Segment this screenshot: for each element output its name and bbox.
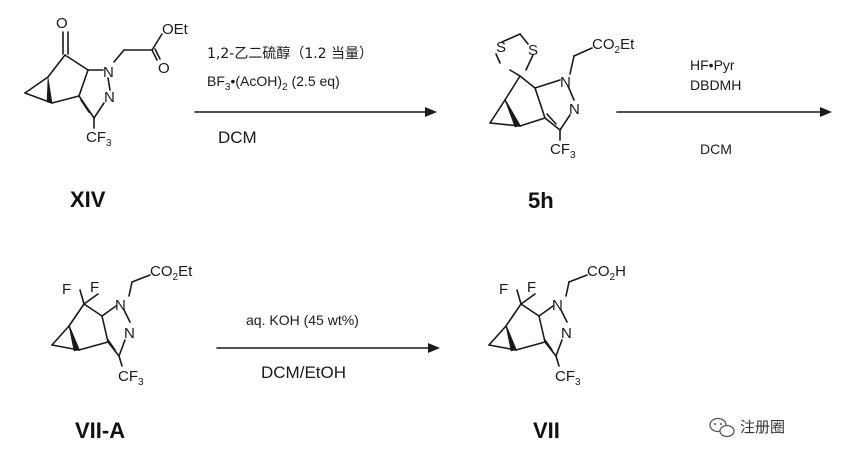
atom-f1: F	[499, 281, 508, 298]
atom-co2et: CO2Et	[150, 263, 193, 283]
step2-reagent-hfpyr: HF•Pyr	[690, 57, 735, 73]
atom-n1: N	[560, 74, 571, 91]
atom-o-ester: O	[158, 60, 170, 77]
step3-reagent-koh: aq. KOH (45 wt%)	[246, 312, 359, 328]
atom-n2: N	[104, 89, 115, 106]
step2-solvent: DCM	[700, 141, 732, 157]
atom-o-ketone: O	[56, 15, 68, 32]
atom-f2: F	[527, 279, 536, 296]
compound-5h: S S N N CO2Et CF3 5h	[489, 33, 635, 213]
atom-n1: N	[115, 297, 126, 314]
compound-xiv: O N N O OEt CF3 XIV	[24, 15, 189, 212]
atom-oet: OEt	[162, 21, 189, 38]
compound-label-vii: VII	[533, 418, 560, 443]
step1-solvent: DCM	[218, 128, 257, 147]
atom-co2h: CO2H	[587, 263, 626, 283]
step1-reagent-bf3: BF3•(AcOH)2 (2.5 eq)	[207, 73, 340, 93]
reaction-step-2: HF•Pyr DBDMH DCM	[616, 57, 832, 157]
atom-n1: N	[552, 297, 563, 314]
atom-cf3: CF3	[550, 141, 576, 161]
atom-n2: N	[569, 101, 580, 118]
atom-n2: N	[124, 325, 135, 342]
step2-reagent-dbdmh: DBDMH	[690, 77, 741, 93]
atom-n2: N	[561, 325, 572, 342]
compound-label-xiv: XIV	[70, 187, 106, 212]
compound-label-5h: 5h	[528, 188, 554, 213]
atom-co2et: CO2Et	[592, 36, 635, 56]
reaction-step-1: 1,2-乙二硫醇（1.2 当量） BF3•(AcOH)2 (2.5 eq) DC…	[194, 45, 437, 147]
atom-cf3: CF3	[555, 368, 581, 388]
step1-reagent-thiol: 1,2-乙二硫醇（1.2 当量）	[207, 45, 373, 62]
atom-s1: S	[496, 39, 506, 56]
compound-vii: F F N N CO2H CF3 VII	[488, 263, 626, 443]
compound-vii-a: F F N N CO2Et CF3 VII-A	[51, 263, 193, 443]
step3-solvent: DCM/EtOH	[261, 363, 346, 382]
wechat-icon	[709, 417, 735, 438]
atom-s2: S	[528, 42, 538, 59]
reaction-step-3: aq. KOH (45 wt%) DCM/EtOH	[216, 312, 440, 382]
watermark: 注册圈	[709, 417, 785, 438]
atom-f2: F	[90, 279, 99, 296]
atom-n1: N	[103, 64, 114, 81]
atom-f1: F	[62, 281, 71, 298]
watermark-text: 注册圈	[740, 418, 785, 436]
atom-cf3: CF3	[118, 368, 144, 388]
atom-cf3: CF3	[86, 129, 112, 149]
compound-label-vii-a: VII-A	[75, 418, 125, 443]
